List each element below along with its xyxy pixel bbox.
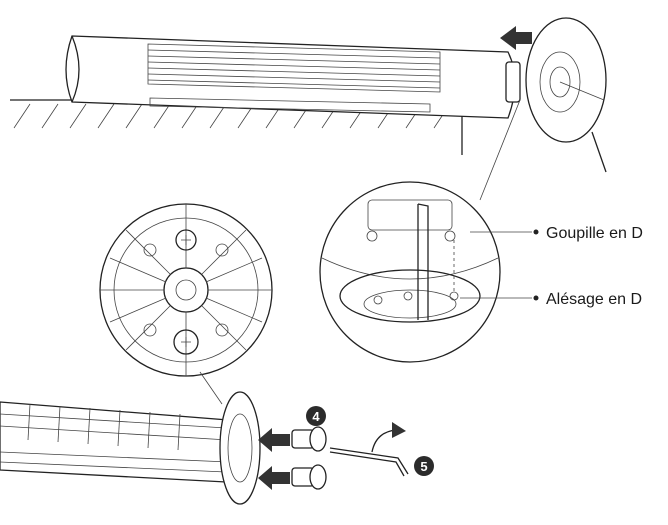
screw-icon: [291, 426, 327, 490]
top-grille: [147, 43, 441, 93]
step-badge-5: 5: [414, 456, 434, 476]
callout-d-pin: Goupille en D: [470, 225, 643, 242]
step-badge-4: 4: [306, 406, 326, 426]
base-plate-side: [525, 17, 607, 173]
label-d-pin: Goupille en D: [546, 225, 643, 242]
fan-body-bottom: [0, 391, 261, 505]
curved-arrow-icon: [371, 422, 406, 453]
label-d-bore: Alésage en D: [546, 291, 642, 308]
step-5-number: 5: [420, 459, 427, 474]
base-plate-bottom: [99, 203, 273, 405]
step-4-number: 4: [312, 409, 320, 424]
allen-key-icon: [329, 447, 409, 477]
fan-body-top: [10, 35, 521, 155]
arrow-left-icon: [500, 26, 532, 50]
screw-arrows: [258, 428, 290, 490]
detail-circle: [319, 181, 501, 363]
detail-leader: [479, 99, 521, 201]
callout-d-bore: Alésage en D: [460, 291, 642, 308]
